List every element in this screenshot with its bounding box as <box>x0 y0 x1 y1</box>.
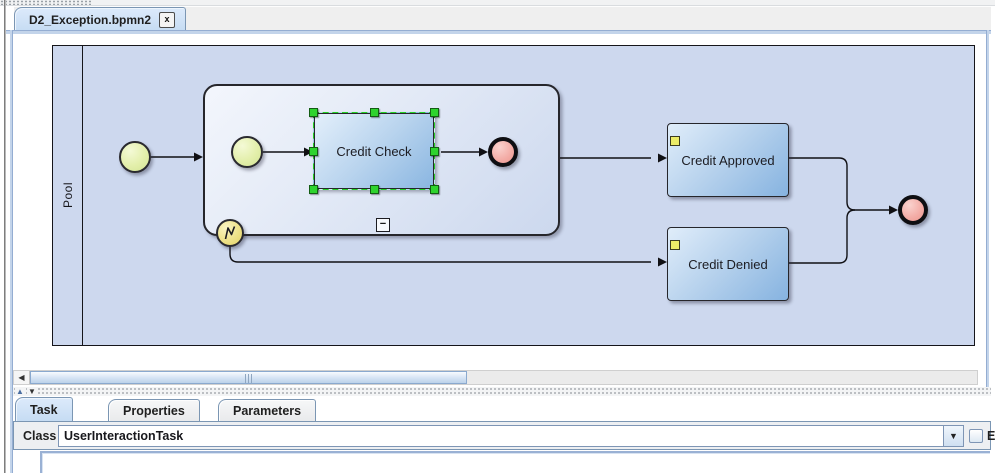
task-label: Credit Approved <box>681 152 775 168</box>
task-label: Credit Denied <box>688 256 768 272</box>
error-boundary-event[interactable] <box>216 219 244 247</box>
class-field-label: Class <box>23 429 57 443</box>
scroll-left-arrow-icon[interactable]: ◀ <box>14 371 30 384</box>
pool-lane-header[interactable]: Pool <box>53 46 83 345</box>
close-icon[interactable]: x <box>159 11 176 28</box>
ex-checkbox-label: Ex <box>987 429 995 443</box>
subprocess-start-event[interactable] <box>231 136 263 168</box>
selection-handle[interactable] <box>370 185 379 194</box>
splitter-expand-up-icon[interactable]: ▲ <box>15 387 25 396</box>
left-splitter-line[interactable] <box>4 0 5 473</box>
tab-d2-exception[interactable]: D2_Exception.bpmn2 x <box>14 7 187 31</box>
task-credit-approved[interactable]: Credit Approved <box>667 123 789 197</box>
horizontal-splitter[interactable]: ▲ ▼ <box>13 387 991 396</box>
user-task-icon <box>670 240 680 250</box>
start-event[interactable] <box>119 141 151 173</box>
left-splitter-highlight <box>5 0 6 473</box>
task-tab-content: Class UserInteractionTask ▼ Ex <box>13 421 995 450</box>
chevron-down-icon[interactable]: ▼ <box>943 425 964 447</box>
user-task-icon <box>670 136 680 146</box>
splitter-expand-down-icon[interactable]: ▼ <box>27 387 37 396</box>
canvas-horizontal-scrollbar[interactable]: ◀ <box>13 370 978 385</box>
subprocess-collapse-button[interactable]: − <box>376 218 390 232</box>
tab-task[interactable]: Task <box>15 397 73 421</box>
scrollbar-grip-icon <box>244 374 252 383</box>
tab-parameters[interactable]: Parameters <box>218 399 317 421</box>
diagram-canvas[interactable]: Pool − <box>13 34 986 369</box>
document-tab-title: D2_Exception.bpmn2 <box>29 12 152 27</box>
class-input[interactable]: UserInteractionTask <box>58 425 944 447</box>
task-credit-denied[interactable]: Credit Denied <box>667 227 789 301</box>
subprocess-end-event[interactable] <box>488 137 518 167</box>
content-right-border <box>986 30 989 473</box>
top-edge-strip <box>0 0 995 6</box>
selection-handle[interactable] <box>370 108 379 117</box>
pool-label: Pool <box>60 182 75 209</box>
task-detail-area <box>40 451 990 473</box>
content-left-border <box>10 30 13 473</box>
selection-handle[interactable] <box>309 147 318 156</box>
tab-properties[interactable]: Properties <box>108 399 200 421</box>
toolbar-dots-texture <box>0 0 92 5</box>
error-lightning-icon <box>224 226 236 240</box>
selection-handle[interactable] <box>430 108 439 117</box>
selection-handle[interactable] <box>430 147 439 156</box>
selection-handle[interactable] <box>309 108 318 117</box>
selection-handle[interactable] <box>430 185 439 194</box>
final-end-event[interactable] <box>898 195 928 225</box>
selection-handle[interactable] <box>309 185 318 194</box>
task-credit-check[interactable]: Credit Check <box>309 108 439 194</box>
task-label: Credit Check <box>336 143 412 159</box>
content-top-border <box>6 30 991 34</box>
scrollbar-thumb[interactable] <box>30 371 467 384</box>
ex-checkbox[interactable] <box>969 429 983 443</box>
properties-panel: Task Properties Parameters Class UserInt… <box>13 396 995 473</box>
